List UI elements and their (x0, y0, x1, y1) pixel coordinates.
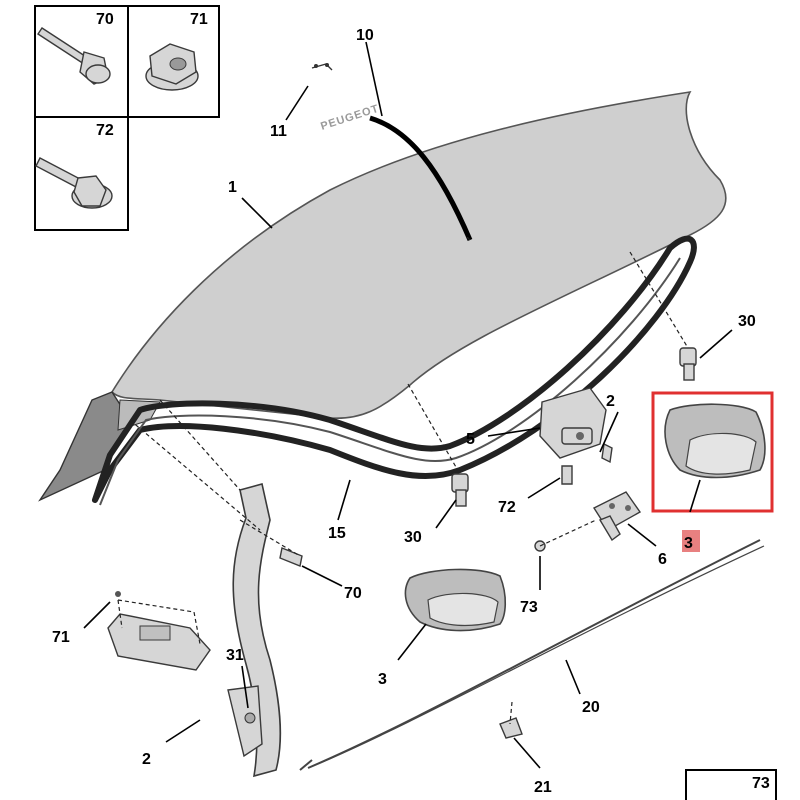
callout-72: 72 (498, 499, 516, 516)
nut-71-icon (145, 43, 199, 91)
callout-2-latch: 2 (606, 393, 615, 410)
bolt-72-icon (35, 157, 113, 209)
callout-20: 20 (582, 699, 600, 716)
release-cable-20 (299, 539, 765, 771)
bolt-70-icon (37, 27, 111, 85)
latch-screws (561, 442, 613, 485)
inset-label-72: 72 (96, 122, 114, 139)
callout-30-right: 30 (738, 313, 756, 330)
inset-label-71: 71 (190, 11, 208, 28)
cable-clip-21 (499, 717, 523, 739)
callout-21: 21 (534, 779, 552, 796)
callout-15: 15 (328, 525, 346, 542)
callout-31: 31 (226, 647, 244, 664)
inset-73-box: 73 (685, 769, 777, 800)
fastener-inset-grid: 70 71 72 (34, 5, 220, 231)
callout-70: 70 (344, 585, 362, 602)
callout-3-highlighted: 3 (684, 535, 693, 552)
inset-label-70: 70 (96, 11, 114, 28)
callout-numbers: 1 2 2 3 3 5 6 10 11 15 20 21 30 30 31 70… (52, 27, 756, 796)
buffer-30-left (451, 473, 469, 507)
hinge-arm-2 (227, 483, 282, 778)
callout-1: 1 (228, 179, 237, 196)
assembly-guide-lines (117, 235, 689, 725)
callout-30-left: 30 (404, 529, 422, 546)
callout-73: 73 (520, 599, 538, 616)
hinge-bracket (107, 591, 211, 671)
emblem-clip-11 (311, 63, 333, 71)
handle-3-lower (404, 568, 507, 632)
callout-10: 10 (356, 27, 374, 44)
weatherstrip-seal (92, 235, 697, 506)
latch-5 (539, 387, 607, 459)
callout-2-hinge: 2 (142, 751, 151, 768)
callout-3-lower: 3 (378, 671, 387, 688)
callout-6: 6 (658, 551, 667, 568)
callout-71: 71 (52, 629, 70, 646)
leader-lines (83, 41, 733, 769)
handle-3-highlighted (651, 391, 774, 513)
callout-11: 11 (270, 123, 287, 140)
inset-label-73: 73 (752, 775, 770, 792)
highlight-tag-bg (682, 530, 700, 552)
buffer-30-right (679, 347, 697, 381)
striker-6 (592, 491, 642, 542)
callout-5: 5 (466, 431, 475, 448)
